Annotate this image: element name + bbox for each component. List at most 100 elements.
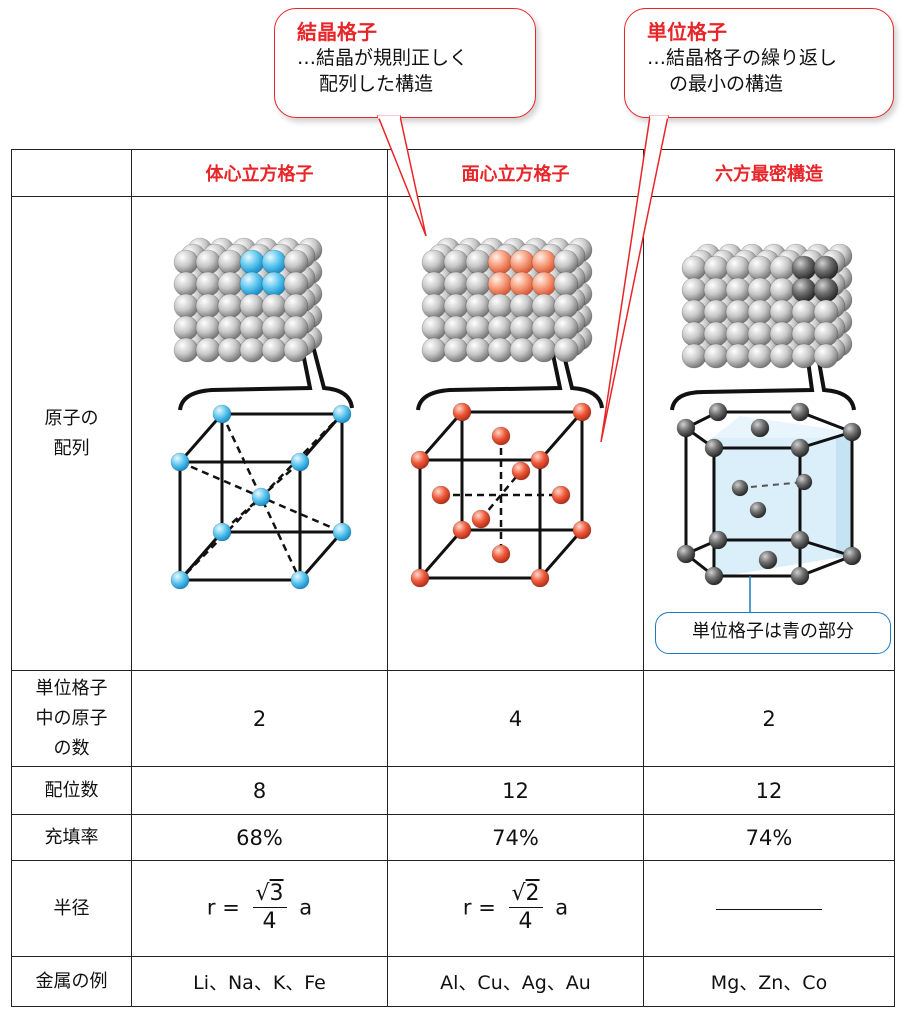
- bcc-lattice-atom: [332, 404, 352, 424]
- bcc-cell-atoms: [170, 404, 352, 590]
- atom: [283, 249, 309, 275]
- formula-r: r: [462, 895, 472, 920]
- hcp-lattice-atom: [758, 550, 778, 570]
- fcc-lattice-atom: [511, 461, 531, 481]
- atom: [173, 249, 199, 275]
- formula-r: r: [206, 895, 216, 920]
- atom: [553, 293, 579, 319]
- formula-a: a: [299, 895, 313, 920]
- hcp-lattice-atom: [704, 438, 724, 458]
- formula-eq: =: [222, 895, 240, 920]
- callout-crystal-lattice: 結晶格子 …結晶が規則正しく 配列した構造: [274, 8, 536, 118]
- atom: [239, 337, 265, 363]
- hcp-inner-atom: [795, 473, 813, 491]
- atom: [531, 293, 557, 319]
- highlight-atom: [531, 249, 557, 275]
- atom: [681, 277, 707, 303]
- formula-denominator: 4: [262, 909, 277, 934]
- atom: [173, 315, 199, 341]
- atom: [747, 255, 773, 281]
- atom: [239, 315, 265, 341]
- hcp-lattice-atom: [708, 530, 728, 550]
- atom: [769, 343, 795, 369]
- row-label-arrangement: 原子の 配列: [11, 196, 132, 671]
- hcp-lattice-atom: [790, 438, 810, 458]
- hcp-inner-atom: [731, 479, 749, 497]
- callout-tail: [600, 115, 669, 443]
- atom: [443, 315, 469, 341]
- bcc-lattice-atom: [290, 570, 310, 590]
- atom: [813, 343, 839, 369]
- label-line: 中の原子: [35, 707, 108, 729]
- highlight-atom: [791, 255, 817, 281]
- value-cell: 8: [131, 766, 388, 815]
- atom: [421, 337, 447, 363]
- fcc-lattice-atom: [410, 568, 430, 588]
- callout-unit-line1: …結晶格子の繰り返し: [647, 47, 838, 69]
- atom: [261, 337, 287, 363]
- fcc-lattice-atom: [572, 520, 592, 540]
- value-cell: 4: [387, 670, 644, 767]
- atom: [681, 321, 707, 347]
- highlight-atom: [261, 271, 287, 297]
- atom: [195, 293, 221, 319]
- atom: [813, 321, 839, 347]
- atom: [681, 343, 707, 369]
- atom: [465, 337, 491, 363]
- highlight-atom: [509, 249, 535, 275]
- atom: [487, 337, 513, 363]
- formula-root: 2: [525, 881, 540, 906]
- fcc-lattice-atom: [452, 402, 472, 422]
- atom: [443, 293, 469, 319]
- fcc-lattice-atom: [452, 520, 472, 540]
- bcc-lattice-atom: [290, 452, 310, 472]
- hcp-lattice-atom: [708, 402, 728, 422]
- bcc-lattice-atom: [251, 487, 271, 507]
- atom: [421, 271, 447, 297]
- hcp-lattice-atom: [750, 418, 770, 438]
- atom: [681, 299, 707, 325]
- atom: [769, 255, 795, 281]
- bcc-lattice-atom: [212, 522, 232, 542]
- fcc-lattice-atom: [471, 509, 491, 529]
- atom: [421, 249, 447, 275]
- atom: [195, 315, 221, 341]
- radius-formula-fcc: r = √2 4 a: [387, 860, 644, 957]
- fcc-lattice-atom: [410, 450, 430, 470]
- atom: [173, 337, 199, 363]
- fcc-cell-atoms: [410, 402, 592, 588]
- hcp-lattice-atom: [676, 418, 696, 438]
- formula-fraction: √2 4: [508, 881, 543, 936]
- hcp-lattice-atom: [842, 422, 862, 442]
- atom: [487, 315, 513, 341]
- formula-denominator: 4: [518, 909, 533, 934]
- hcp-lattice-atom: [704, 566, 724, 586]
- header-corner: [11, 149, 132, 197]
- atom: [509, 293, 535, 319]
- bcc-lattice-atom: [212, 404, 232, 424]
- atom: [217, 337, 243, 363]
- callout-unit-cell: 単位格子 …結晶格子の繰り返し の最小の構造: [624, 8, 894, 118]
- highlight-atom: [791, 277, 817, 303]
- callout-crystal-line1: …結晶が規則正しく: [297, 47, 469, 69]
- row-label-metals: 金属の例: [11, 956, 132, 1007]
- atom: [791, 321, 817, 347]
- atom: [173, 271, 199, 297]
- formula-fraction: √3 4: [252, 881, 287, 936]
- atom: [703, 277, 729, 303]
- atom: [769, 299, 795, 325]
- atom: [791, 343, 817, 369]
- row-label-atoms-per-cell: 単位格子 中の原子 の数: [11, 670, 132, 767]
- atom: [421, 315, 447, 341]
- label-line: 単位格子: [35, 677, 108, 699]
- fcc-lattice-atom: [431, 485, 451, 505]
- highlight-atom: [261, 249, 287, 275]
- atom: [195, 249, 221, 275]
- row-label-coordination: 配位数: [11, 766, 132, 815]
- value-cell: 68%: [131, 814, 388, 861]
- atom: [553, 271, 579, 297]
- atom: [465, 293, 491, 319]
- fcc-lattice-atom: [491, 544, 511, 564]
- callout-crystal-line2: 配列した構造: [319, 73, 434, 95]
- atom: [487, 293, 513, 319]
